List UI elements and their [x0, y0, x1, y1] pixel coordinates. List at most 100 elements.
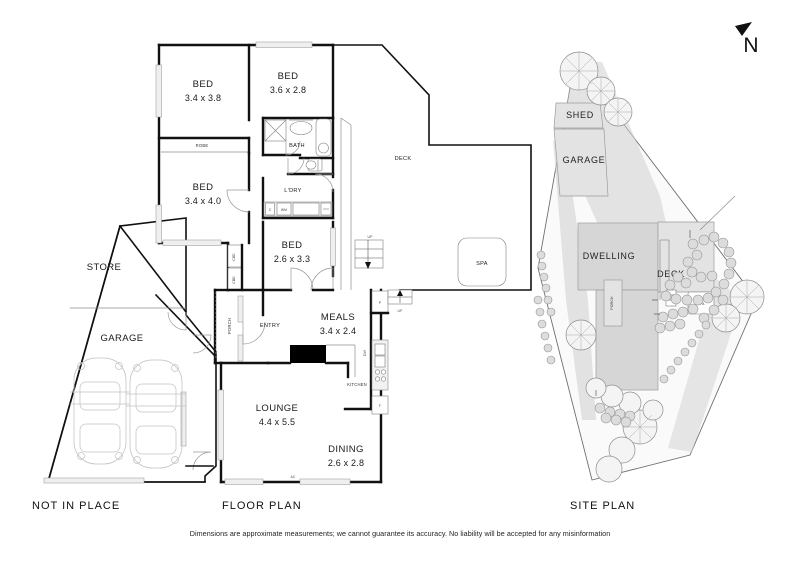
cooktop-burner-2 — [380, 369, 386, 375]
porch-window-1 — [237, 295, 244, 323]
bed1-name: BED — [193, 79, 214, 90]
site-deck-leader — [699, 195, 736, 231]
garage-door-swing-1 — [192, 334, 212, 354]
dining-south-window — [299, 478, 351, 485]
dining-name: DINING — [328, 444, 364, 455]
kitchen-sink-bowl-1 — [374, 343, 386, 356]
deck-steps-1 — [354, 239, 384, 269]
not-in-place-title: NOT IN PLACE — [32, 500, 120, 512]
store-angled-wall-right — [118, 224, 188, 314]
deck-steps-2 — [387, 289, 413, 305]
bed4-east-window — [330, 227, 336, 267]
kitchen-sink-bowl-2 — [374, 355, 386, 368]
wm-label: WM — [281, 208, 287, 212]
site-dwelling-upper — [577, 222, 659, 291]
ldry-door-swing — [314, 173, 334, 193]
deck-inner-corner — [340, 117, 352, 126]
site-plan-title: SITE PLAN — [570, 500, 635, 512]
site-porch — [603, 279, 623, 327]
meals-door-swing — [310, 267, 334, 291]
bed4-dim: 2.6 x 3.3 — [274, 254, 310, 264]
cbd-label-2: CBD — [232, 276, 236, 284]
site-trees-large — [559, 51, 765, 483]
kitchen-label: KITCHEN — [347, 382, 367, 387]
bed2-name: BED — [278, 71, 299, 82]
site-shrubs — [533, 231, 737, 428]
store-door-swing — [167, 311, 187, 331]
pantry-label: P — [379, 301, 382, 305]
site-shed — [553, 102, 604, 129]
site-path-right — [668, 240, 742, 452]
site-path-left — [553, 140, 596, 420]
bed3-door-swing — [226, 189, 250, 213]
fridge-label: F — [379, 404, 381, 408]
bed2-north-window — [255, 41, 313, 48]
lounge-south-window — [224, 478, 264, 485]
up-label-1: UP — [368, 235, 374, 239]
laundry-cupboard — [265, 202, 275, 216]
meals-dim: 3.4 x 2.4 — [320, 326, 356, 336]
bed1-dim: 3.4 x 3.8 — [185, 93, 221, 103]
washing-machine — [276, 202, 292, 216]
bed3-dim: 3.4 x 4.0 — [185, 196, 221, 206]
lounge-west-window — [217, 389, 224, 461]
floor-plan-title: FLOOR PLAN — [222, 500, 302, 512]
dining-dim: 2.6 x 2.8 — [328, 458, 364, 468]
deck-label: DECK — [395, 156, 412, 162]
site-leader-ticks — [595, 230, 691, 396]
bed1-west-window — [155, 64, 162, 118]
garage-door-swing-2 — [192, 451, 212, 471]
porch-label: PORCH — [227, 318, 232, 334]
dishwasher-label: DW — [363, 349, 367, 356]
bed2-dim: 3.6 x 2.8 — [270, 85, 306, 95]
meals-name: MEALS — [321, 312, 355, 323]
bathtub-drain — [318, 142, 329, 154]
compass-north: N — [735, 22, 759, 57]
floor-plan-drawing: AC BED 3.4 x 3.8 ROBE BED 3.4 x 4.0 BED … — [155, 41, 532, 485]
fireplace-heater — [290, 345, 326, 363]
disclaimer-text: Dimensions are approximate measurements;… — [190, 529, 611, 538]
ldry-label: L'DRY — [284, 188, 301, 194]
cooktop-burner-1 — [374, 369, 380, 375]
cooktop-burner-4 — [380, 376, 386, 382]
laundry-trough — [292, 202, 320, 216]
ac-label: AC — [291, 475, 296, 479]
bed4-name: BED — [282, 240, 303, 251]
site-garage — [553, 128, 609, 197]
cbd-label-1: CBD — [232, 253, 236, 261]
site-shed-label: SHED — [566, 110, 594, 120]
shower-diag-2 — [264, 119, 287, 142]
garage-door-opening — [43, 477, 145, 484]
north-label: N — [743, 34, 758, 57]
wc-door-swing — [287, 157, 305, 175]
bed3-name: BED — [193, 182, 214, 193]
spa-fixture — [457, 237, 507, 287]
site-garage-label: GARAGE — [563, 155, 606, 165]
lounge-dim: 4.4 x 5.5 — [259, 417, 295, 427]
site-plan-drawing: SHED GARAGE PORCH DWELLING DECK SPA — [533, 51, 765, 483]
site-deck-label: DECK — [657, 269, 685, 279]
up-label-2: UP — [398, 309, 404, 313]
entry-door-swing — [242, 321, 266, 345]
toilet-bowl — [305, 160, 317, 170]
site-porch-label: PORCH — [610, 296, 614, 310]
entry-label: ENTRY — [260, 323, 280, 329]
bed3-west-window — [155, 204, 162, 244]
store-room-label: STORE — [87, 262, 122, 273]
laundry-c-label: C — [269, 208, 272, 212]
garage-side-window — [180, 391, 187, 447]
site-dwelling-label: DWELLING — [583, 251, 636, 261]
car-illustration-2 — [126, 359, 186, 469]
fridge-fixture — [371, 395, 389, 415]
bath-door-swing — [285, 140, 301, 156]
car-illustration-1 — [70, 357, 130, 465]
lounge-name: LOUNGE — [256, 403, 299, 414]
bath-label: BATH — [289, 143, 305, 149]
bed3-south-window — [162, 239, 222, 246]
spa-label: SPA — [476, 261, 488, 267]
deck-outline — [332, 44, 532, 291]
garage-room-label: GARAGE — [100, 333, 143, 344]
store-angled-wall-left — [47, 225, 121, 483]
